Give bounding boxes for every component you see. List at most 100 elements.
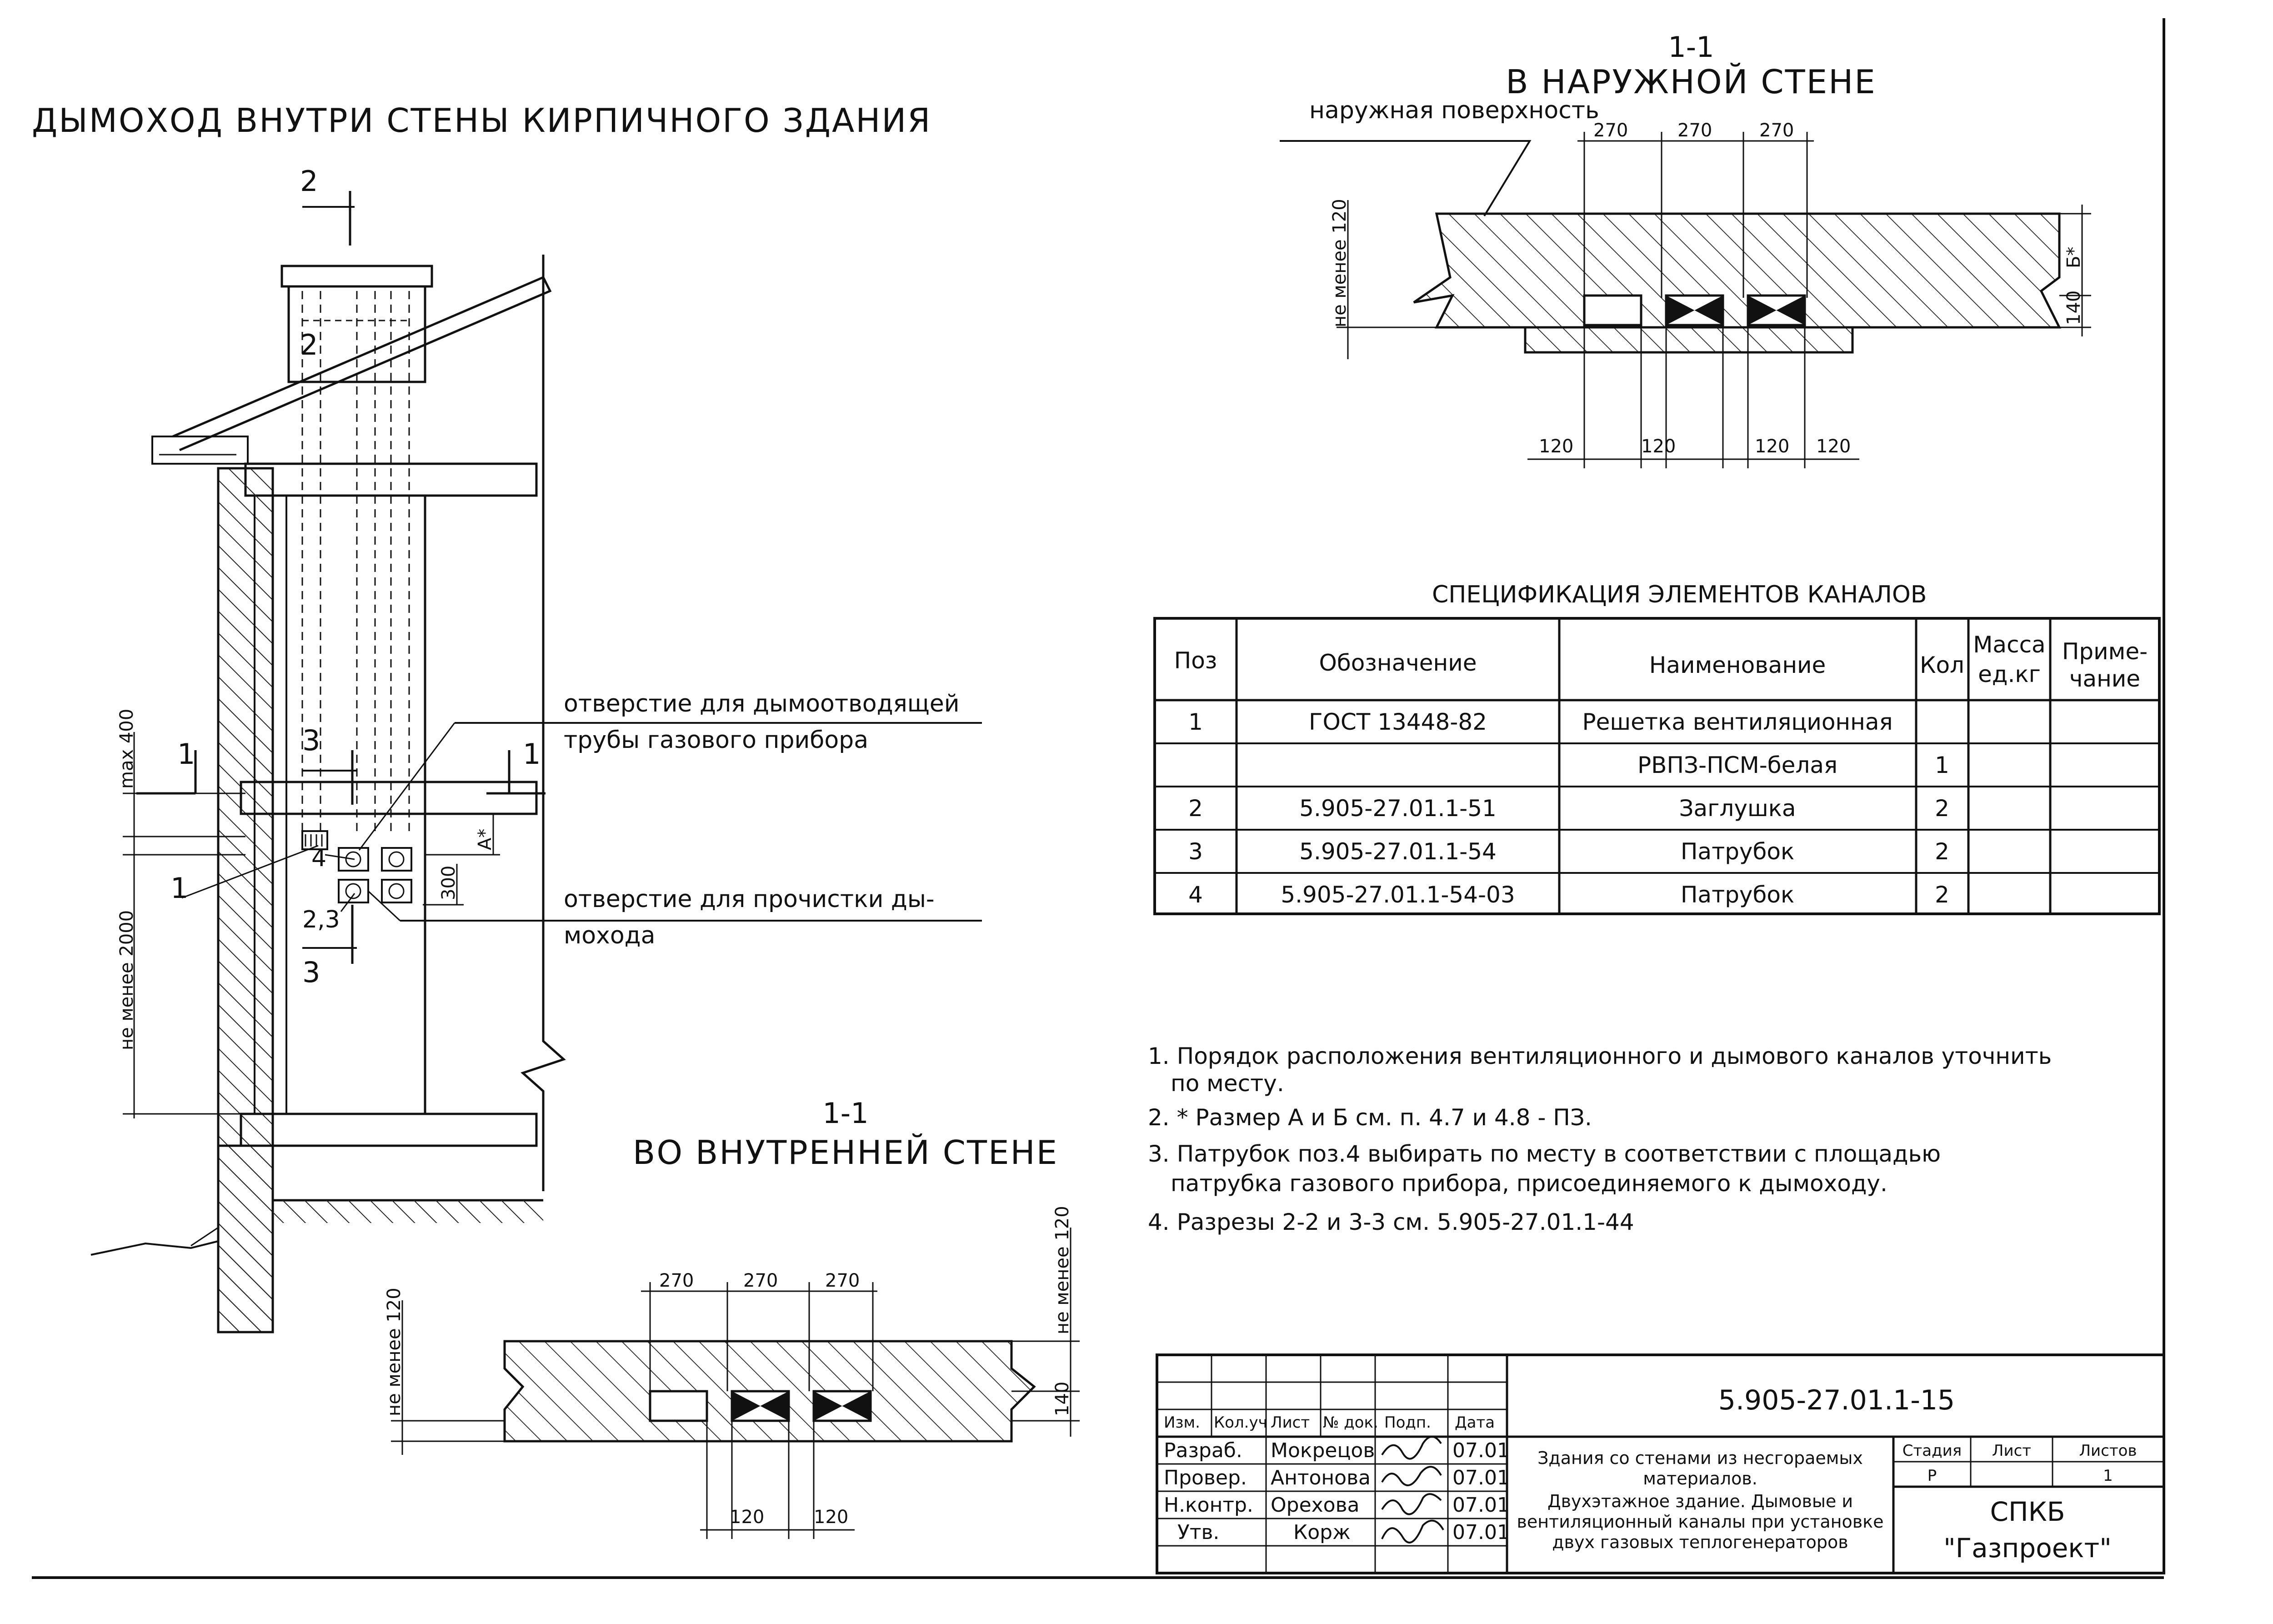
stamp-stage: Р [1928,1467,1937,1485]
stamp-name-2: Антонова [1271,1466,1371,1489]
callout-clean-line1: отверстие для прочистки ды- [564,886,935,913]
note-1-line2: по месту. [1171,1070,1284,1097]
stamp-desc-1: Здания со стенами из несгораемых [1537,1448,1863,1468]
stamp-org-1: СПКБ [1990,1496,2065,1527]
spec-row5-name: Патрубок [1681,882,1794,908]
inner-dim-140: 140 [1052,1382,1073,1416]
spec-row2-name: РВПЗ-ПСМ-белая [1637,752,1837,778]
surface-label: наружная поверхность [1309,97,1599,124]
stamp-desc-5: двух газовых теплогенераторов [1552,1532,1848,1552]
spec-header-pos: Поз [1174,647,1217,674]
stamp-col-sign: Подп. [1384,1413,1431,1432]
section-outer-wall: 1-1 В НАРУЖНОЙ СТЕНЕ наружная поверхност… [1280,30,2091,468]
spec-row3-qty: 2 [1935,795,1949,822]
signature-scribbles [1381,1436,1444,1544]
stamp-role-4: Утв. [1177,1521,1219,1544]
spec-row1-name: Решетка вентиляционная [1582,709,1892,735]
stamp-name-1: Мокрецов [1271,1439,1375,1462]
elevation-view: 2 2 [90,165,982,1333]
section-inner-title: ВО ВНУТРЕННЕЙ СТЕНЕ [633,1133,1058,1172]
dim-min-2000: не менее 2000 [116,910,137,1050]
inner-dim-270-1: 270 [659,1270,694,1291]
stamp-col-izm: Изм. [1164,1413,1200,1432]
stamp-desc-3: Двухэтажное здание. Дымовые и [1547,1491,1853,1511]
section-mark-2-chimney: 2 [300,328,318,361]
note-3-line2: патрубка газового прибора, присоединяемо… [1171,1170,1887,1197]
table-row: 2 5.905-27.01.1-51 Заглушка 2 [1188,795,1949,822]
spec-row5-pos: 4 [1188,882,1203,908]
spec-table: СПЕЦИФИКАЦИЯ ЭЛЕМЕНТОВ КАНАЛОВ Поз Обозн… [1153,581,2161,915]
stamp-sheet-header: Лист [1992,1442,2031,1460]
outer-dim-120-4: 120 [1816,436,1851,457]
section-outer-title: В НАРУЖНОЙ СТЕНЕ [1506,63,1876,101]
inner-dim-min120-left: не менее 120 [384,1288,405,1416]
stamp-stage-header: Стадия [1903,1442,1962,1460]
spec-row4-qty: 2 [1935,838,1949,865]
table-row: РВПЗ-ПСМ-белая 1 [1637,752,1949,778]
stamp-sheets-header: Листов [2079,1442,2137,1460]
spec-row3-name: Заглушка [1679,795,1796,822]
main-title: ДЫМОХОД ВНУТРИ СТЕНЫ КИРПИЧНОГО ЗДАНИЯ [32,101,931,140]
stamp-org-2: "Газпроект" [1943,1533,2112,1564]
callout-clean-line2: мохода [564,922,655,949]
spec-header-note-1: Приме- [2062,638,2148,665]
spec-row5-qty: 2 [1935,882,1949,908]
notes: 1. Порядок расположения вентиляционного … [1148,1043,2052,1235]
spec-row3-pos: 2 [1188,795,1203,822]
stamp-sheets: 1 [2103,1467,2113,1485]
stamp-role-2: Провер. [1164,1466,1247,1489]
outer-dim-270-2: 270 [1677,120,1712,141]
spec-header-name: Наименование [1649,652,1826,678]
outer-dim-140: 140 [2063,291,2084,325]
note-1-line1: 1. Порядок расположения вентиляционного … [1148,1043,2052,1069]
outer-dim-270-3: 270 [1759,120,1794,141]
outer-dim-120-3: 120 [1755,436,1789,457]
section-mark-1-right: 1 [523,737,541,771]
stamp-date-3: 07.01 [1452,1494,1510,1517]
title-block: Изм. Кол.уч Лист № док. Подп. Дата Разра… [1156,1353,2165,1574]
stamp-col-doc: № док. [1323,1413,1378,1432]
callout-flue-line2: трубы газового прибора [564,727,868,754]
pos-23-label: 2,3 [302,906,340,933]
stamp-doc-code: 5.905-27.01.1-15 [1718,1384,1955,1416]
stamp-col-kol: Кол.уч [1214,1413,1267,1432]
dim-A: А* [475,829,496,850]
note-3-line1: 3. Патрубок поз.4 выбирать по месту в со… [1148,1141,1941,1167]
spec-row2-qty: 1 [1935,752,1949,778]
stamp-name-3: Орехова [1271,1494,1360,1517]
spec-row4-pos: 3 [1188,838,1203,865]
spec-row3-code: 5.905-27.01.1-51 [1299,795,1497,822]
spec-header-code: Обозначение [1319,650,1477,676]
spec-header-note-2: чание [2069,666,2140,692]
spec-row4-name: Патрубок [1681,838,1794,865]
spec-row1-pos: 1 [1188,709,1203,735]
stamp-desc-2: материалов. [1643,1469,1757,1489]
outer-dim-120-1: 120 [1539,436,1573,457]
section-mark-3-top: 3 [302,724,320,757]
note-2-line1: 2. * Размер А и Б см. п. 4.7 и 4.8 - ПЗ. [1148,1104,1592,1131]
table-row: 3 5.905-27.01.1-54 Патрубок 2 [1188,838,1949,865]
outer-dim-min120: не менее 120 [1329,199,1350,327]
spec-header-mass-1: Масса [1973,632,2045,658]
table-row: 4 5.905-27.01.1-54-03 Патрубок 2 [1188,882,1949,908]
section-inner-wall: 1-1 ВО ВНУТРЕННЕЙ СТЕНЕ 270 270 270 120 … [384,1097,1080,1539]
outer-dim-120-2: 120 [1641,436,1676,457]
inner-dim-120-2: 120 [814,1507,848,1528]
stamp-col-date: Дата [1455,1413,1495,1432]
section-outer-num: 1-1 [1668,30,1714,64]
note-4-line1: 4. Разрезы 2-2 и 3-3 см. 5.905-27.01.1-4… [1148,1209,1634,1235]
inner-dim-270-2: 270 [743,1270,778,1291]
section-mark-3-bottom: 3 [302,956,320,989]
callout-flue-line1: отверстие для дымоотводящей [564,690,960,717]
inner-dim-min120-right: не менее 120 [1052,1206,1073,1334]
spec-row5-code: 5.905-27.01.1-54-03 [1281,882,1515,908]
inner-dim-120-1: 120 [730,1507,764,1528]
section-mark-1-left: 1 [177,737,195,771]
stamp-role-1: Разраб. [1164,1439,1242,1462]
stamp-name-4: Корж [1293,1521,1351,1544]
section-inner-num: 1-1 [822,1097,868,1130]
outer-dim-270-1: 270 [1593,120,1628,141]
dim-300: 300 [438,866,459,900]
section-mark-2-top: 2 [300,165,318,198]
